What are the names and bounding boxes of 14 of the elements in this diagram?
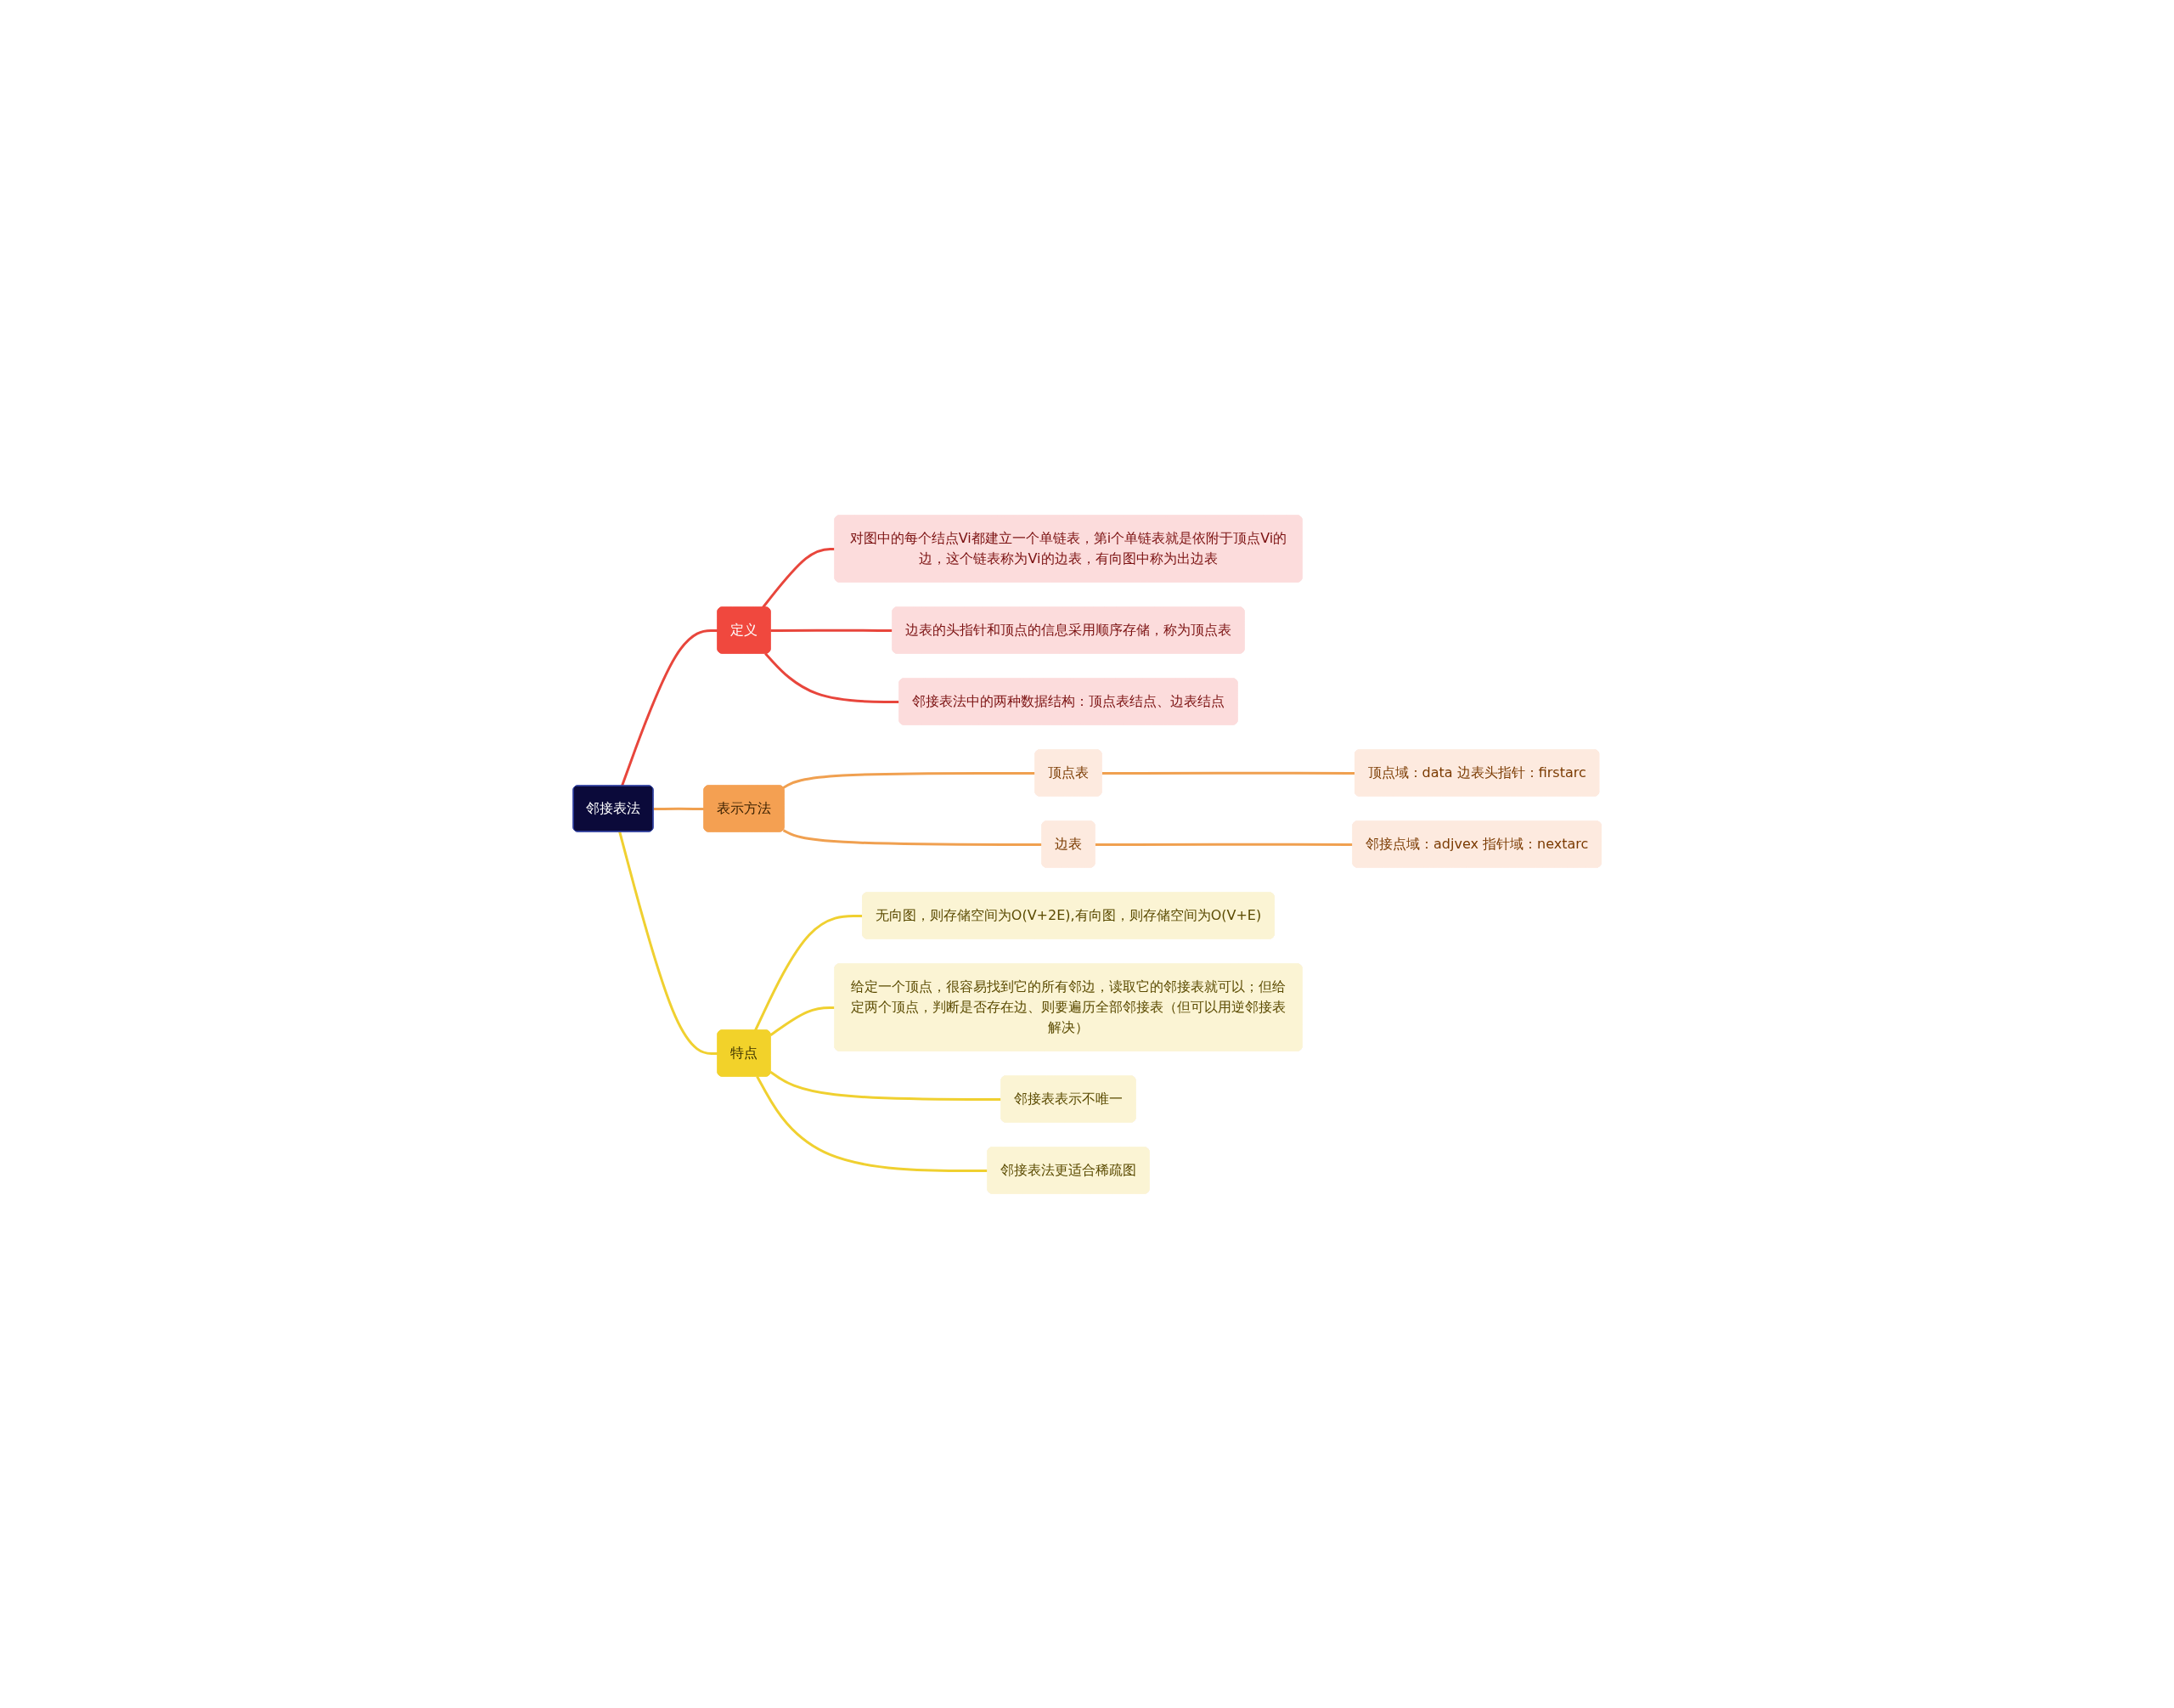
connector [761, 547, 836, 608]
connector [769, 1006, 836, 1036]
connector [653, 807, 705, 810]
connector [782, 771, 1036, 789]
connector [618, 831, 718, 1055]
connector [782, 828, 1043, 846]
connector [770, 629, 893, 632]
connector [756, 1075, 988, 1172]
connector [753, 914, 864, 1031]
connector [620, 629, 718, 786]
connector [769, 1070, 1002, 1101]
connector [1101, 771, 1355, 775]
connector [764, 652, 900, 703]
connector [1095, 843, 1354, 846]
